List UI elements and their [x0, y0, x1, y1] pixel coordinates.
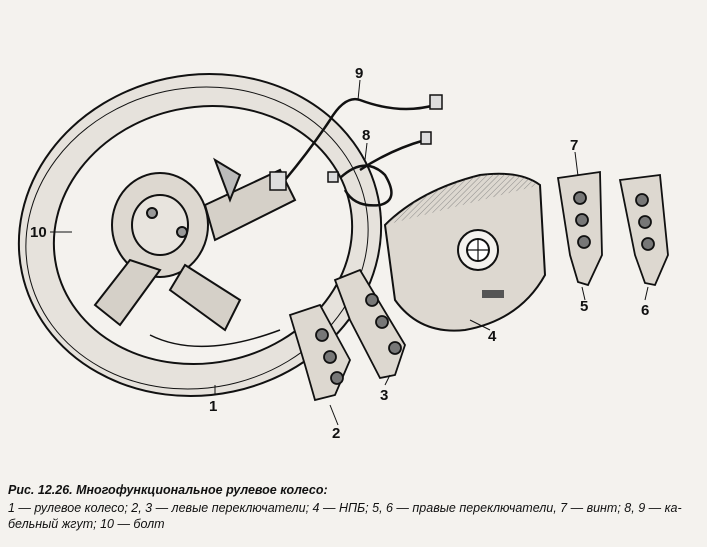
callout-10: 10 [30, 224, 47, 241]
caption-title: Рис. 12.26. Многофункциональное рулевое … [8, 483, 328, 497]
right-switch-6 [618, 173, 669, 287]
left-switch-2 [288, 303, 351, 402]
leader-lines [50, 79, 649, 426]
callout-7: 7 [570, 137, 579, 154]
left-switch-3 [333, 268, 406, 380]
callout-5: 5 [580, 298, 589, 315]
right-switch-5 [556, 170, 603, 287]
figure-caption: Рис. 12.26. Многофункциональное рулевое … [8, 482, 698, 532]
callout-2: 2 [332, 425, 341, 442]
callout-4: 4 [488, 328, 497, 345]
callout-9: 9 [355, 65, 364, 82]
caption-legend-line-1: 1 — рулевое колесо; 2, 3 — левые переклю… [8, 501, 682, 515]
callout-3: 3 [380, 387, 389, 404]
airbag-module [383, 172, 547, 332]
steering-wheel-exploded-diagram [17, 72, 669, 426]
steering-wheel [17, 72, 383, 398]
caption-legend-line-2: бельный жгут; 10 — болт [8, 517, 165, 531]
cable-harness [269, 94, 443, 207]
callout-1: 1 [209, 398, 218, 415]
callout-8: 8 [362, 127, 371, 144]
callout-6: 6 [641, 302, 650, 319]
